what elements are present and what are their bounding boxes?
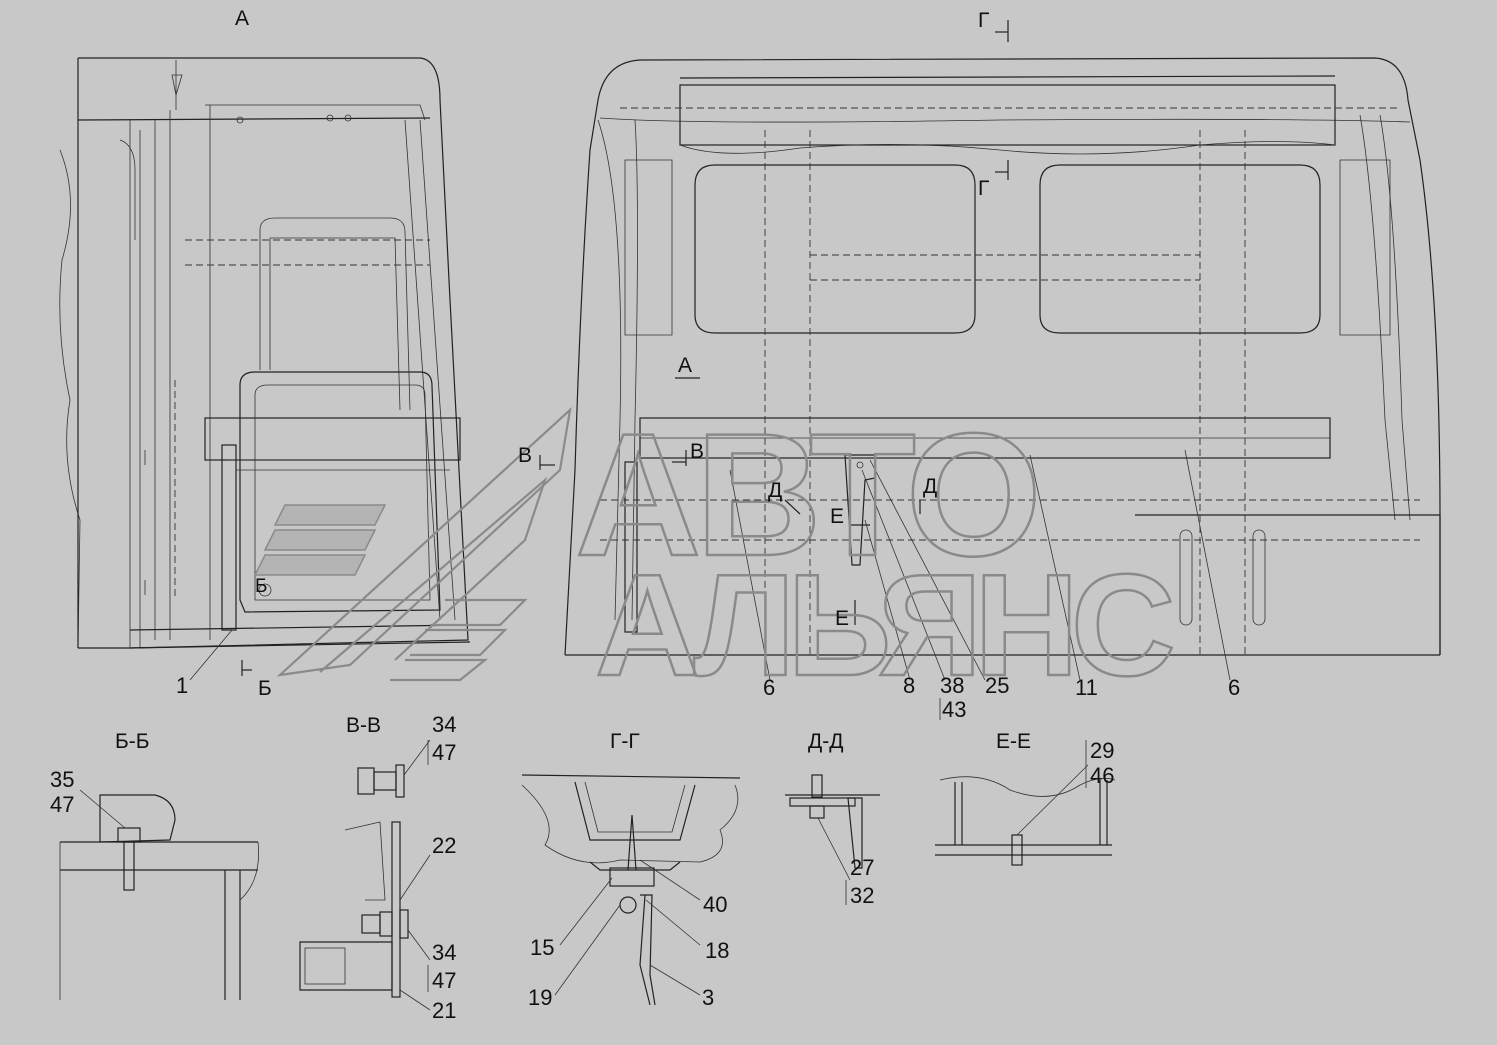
section-d-mark-left: Д: [768, 479, 782, 502]
callout-25: 25: [985, 673, 1009, 698]
section-bb: Б-Б 35 47: [50, 730, 259, 1000]
section-dd: Д-Д 27 32: [785, 730, 880, 908]
vv-callout-47-bottom: 47: [432, 968, 456, 993]
section-b-mark: Б: [255, 576, 267, 597]
vv-callout-21: 21: [432, 998, 456, 1023]
callout-38: 38: [940, 673, 964, 698]
section-v-mark-right: В: [690, 440, 704, 463]
callout-11: 11: [1075, 675, 1098, 700]
bb-callout-35: 35: [50, 767, 74, 792]
vv-callout-34-bottom: 34: [432, 940, 456, 965]
gg-callout-19: 19: [528, 985, 552, 1010]
section-ee-title: Е-Е: [996, 730, 1031, 753]
section-e-mark-top: Е: [830, 505, 844, 528]
section-b-mark-bottom: Б: [258, 677, 272, 700]
section-e-mark-bottom: Е: [835, 607, 849, 630]
watermark-line1: АВТО: [575, 398, 1036, 593]
dd-callout-27: 27: [850, 855, 874, 880]
view-a-mark: А: [678, 354, 692, 377]
watermark: АВТО АЛЬЯНС: [253, 397, 1181, 707]
callout-6-right: 6: [1228, 675, 1240, 700]
section-dd-title: Д-Д: [808, 730, 843, 753]
section-g-mark-top: Г: [978, 9, 989, 32]
view-a-side: [59, 57, 471, 681]
vv-callout-22: 22: [432, 833, 456, 858]
view-a-title: А: [235, 7, 249, 30]
vv-callout-34-top: 34: [432, 712, 456, 737]
gg-callout-18: 18: [705, 938, 729, 963]
ee-callout-46: 46: [1090, 763, 1114, 788]
callout-1: 1: [176, 673, 188, 698]
gg-callout-40: 40: [703, 892, 727, 917]
callout-8: 8: [903, 673, 915, 698]
section-gg-title: Г-Г: [610, 730, 640, 753]
section-gg: Г-Г 40 15 18 19 3: [521, 730, 741, 1010]
dd-callout-32: 32: [850, 883, 874, 908]
watermark-line2: АЛЬЯНС: [595, 544, 1172, 706]
section-ee: Е-Е 29 46: [935, 730, 1116, 866]
ee-callout-29: 29: [1090, 738, 1114, 763]
callout-43: 43: [942, 697, 966, 722]
section-g-mark-mid: Г: [978, 177, 989, 200]
vv-callout-47-top: 47: [432, 740, 456, 765]
callout-6-left: 6: [763, 675, 775, 700]
section-v-mark-left: В: [518, 444, 532, 467]
section-vv-title: В-В: [346, 714, 381, 737]
section-d-mark-right: Д: [923, 475, 937, 498]
section-vv: В-В 34 47 22 34 47 21: [299, 712, 456, 1023]
bb-callout-47: 47: [50, 792, 74, 817]
gg-callout-15: 15: [530, 935, 554, 960]
gg-callout-3: 3: [702, 985, 714, 1010]
section-bb-title: Б-Б: [115, 730, 150, 753]
rear-view: [539, 20, 1441, 681]
